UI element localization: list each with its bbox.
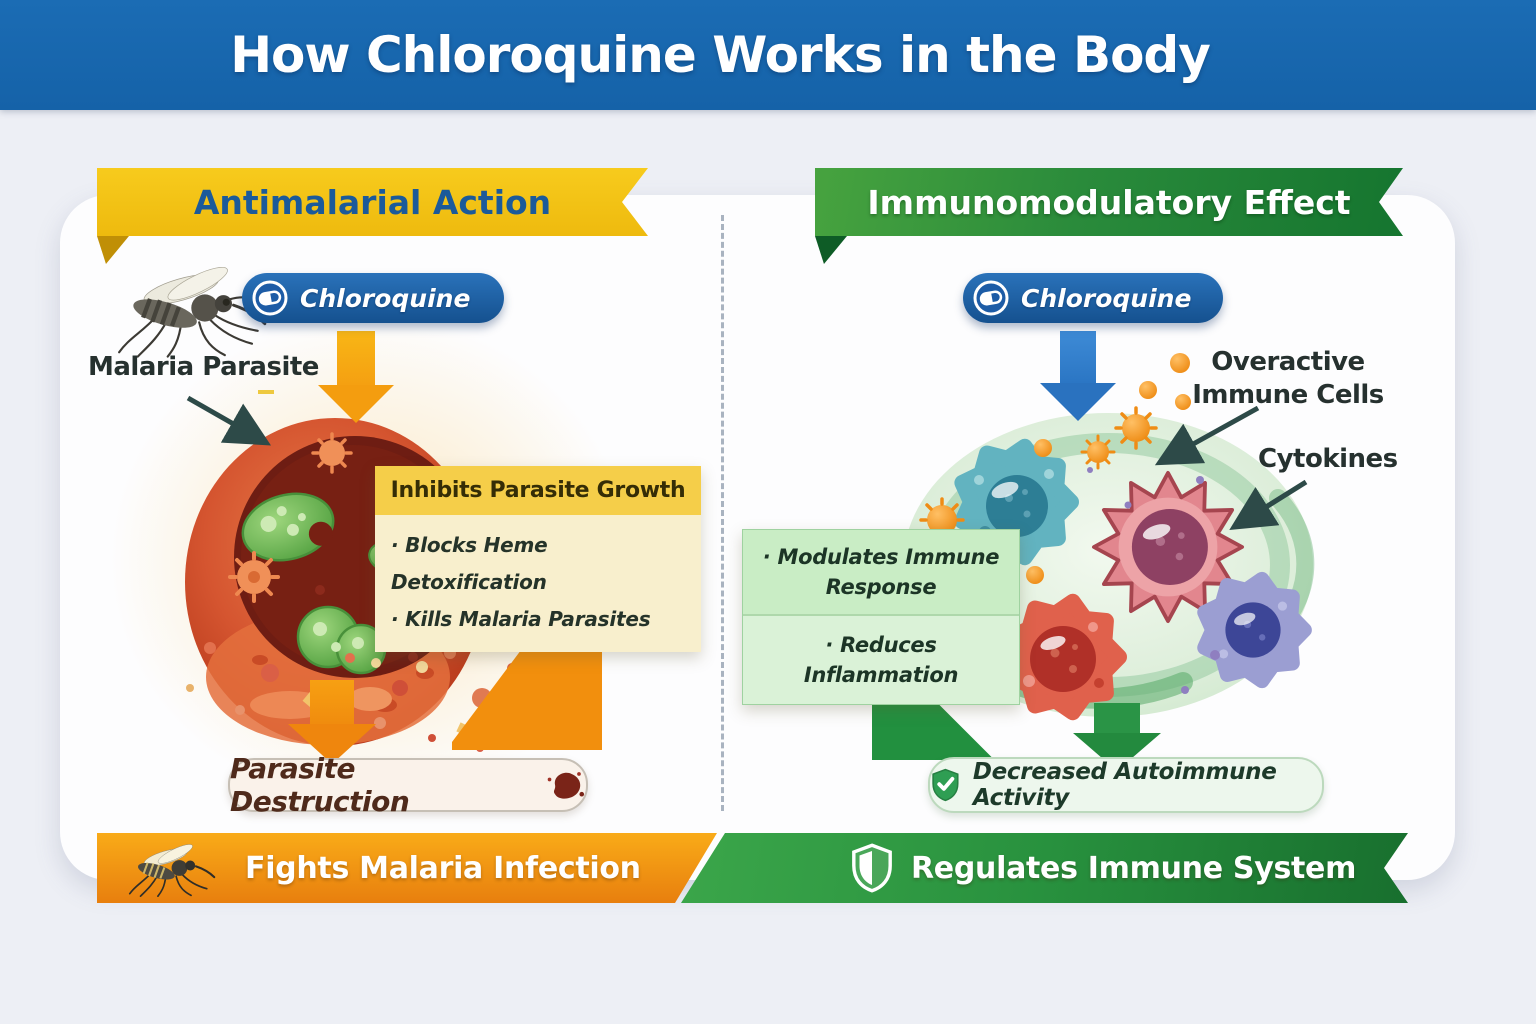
right-down-arrow — [1040, 331, 1116, 421]
right-drug-badge: Chloroquine — [963, 273, 1223, 323]
left-down-arrow — [318, 331, 394, 423]
left-outcome-pill: Parasite Destruction — [228, 752, 588, 818]
header-bar: How Chloroquine Works in the Body — [0, 0, 1536, 110]
left-drug-label: Chloroquine — [300, 283, 471, 313]
cytokines-label: Cytokines — [1258, 444, 1398, 474]
left-bullet-2: · Kills Malaria Parasites — [391, 607, 651, 631]
label-underline — [258, 390, 274, 394]
left-info-box-title: Inhibits Parasite Growth — [375, 466, 701, 515]
pink-spiky-immune-cell — [1091, 470, 1245, 624]
cytokine-spiky — [1114, 406, 1158, 450]
parasite-debris-icon — [547, 772, 584, 799]
capsule-icon — [252, 280, 288, 316]
capsule-icon — [973, 280, 1009, 316]
right-ribbon: Immunomodulatory Effect — [815, 168, 1403, 236]
right-outcome-label: Decreased Autoimmune Activity — [972, 759, 1277, 811]
cytokine-dot — [1175, 394, 1191, 410]
overactive-label: Overactive Immune Cells — [1190, 346, 1386, 412]
right-footer-banner: Regulates Immune System — [681, 833, 1408, 903]
overactive-label-line1: Overactive — [1211, 347, 1365, 377]
left-ribbon: Antimalarial Action — [97, 168, 648, 236]
orange-parasite-2 — [311, 432, 353, 474]
left-ribbon-label: Antimalarial Action — [193, 182, 552, 222]
immune-cells-pointer-arrow — [1154, 405, 1260, 466]
left-bullet-1: · Blocks Heme Detoxification — [391, 533, 548, 594]
left-outcome-label: Parasite Destruction — [230, 752, 410, 818]
left-drug-badge: Chloroquine — [242, 273, 504, 323]
left-info-box: Inhibits Parasite Growth · Blocks Heme D… — [375, 466, 701, 652]
right-bullet-1: · Modulates Immune Response — [762, 545, 1000, 599]
left-outcome-arrow — [288, 680, 376, 764]
red-immune-cell — [1002, 593, 1127, 721]
cytokine-dot — [1139, 381, 1157, 399]
cytokines-pointer-arrow — [1229, 479, 1308, 530]
right-footer-label: Regulates Immune System — [911, 850, 1357, 886]
green-parasite-1 — [241, 492, 335, 562]
panel-divider — [721, 215, 724, 811]
cytokine-dot — [1026, 566, 1044, 584]
purple-immune-cell — [1197, 571, 1312, 689]
right-bullet-2: · Reduces Inflammation — [803, 633, 959, 687]
orange-parasite-1 — [228, 551, 280, 603]
right-outcome-pill: Decreased Autoimmune Activity — [928, 757, 1324, 813]
shield-check-icon — [932, 768, 959, 802]
cytokine-spiky — [1080, 434, 1116, 470]
shield-icon — [849, 843, 895, 893]
mosquito-icon — [117, 839, 227, 897]
right-ribbon-label: Immunomodulatory Effect — [867, 182, 1351, 222]
page-title: How Chloroquine Works in the Body — [230, 26, 1211, 84]
right-info-box: · Modulates Immune Response · Reduces In… — [742, 529, 1020, 705]
right-drug-label: Chloroquine — [1021, 283, 1192, 313]
left-footer-banner: Fights Malaria Infection — [97, 833, 717, 903]
malaria-parasite-label: Malaria Parasite — [88, 352, 319, 382]
parasite-pointer-arrow — [186, 395, 272, 446]
mosquito-icon — [118, 267, 267, 358]
orange-parasite-3 — [348, 687, 392, 711]
cytokine-dot — [1034, 439, 1052, 457]
cytokine-dot — [1170, 353, 1190, 373]
left-footer-label: Fights Malaria Infection — [245, 850, 641, 886]
overactive-label-line2: Immune Cells — [1192, 380, 1384, 410]
